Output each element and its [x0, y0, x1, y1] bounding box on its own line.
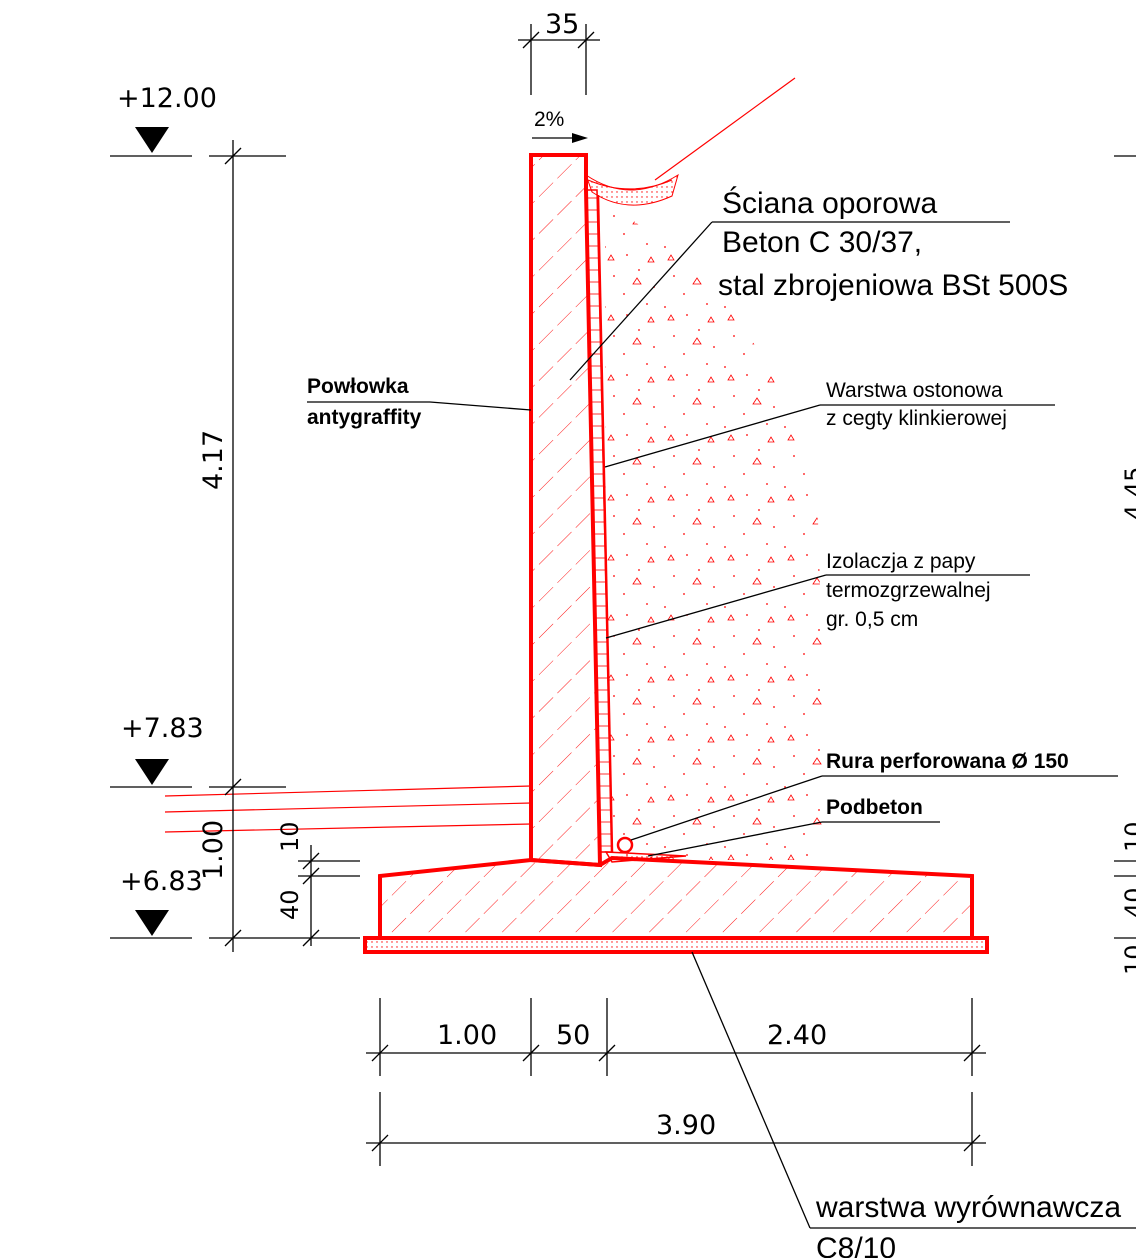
horizontal-dimension-lines [366, 998, 986, 1166]
dimension-stem: 50 [556, 1020, 590, 1051]
foundation-slab [378, 855, 974, 940]
pipe-annotation [630, 775, 1118, 841]
leveling-layer [363, 936, 989, 954]
dimension-heel: 2.40 [767, 1020, 827, 1051]
insulation-annotation [605, 574, 1030, 639]
dimension-haunch: 10 [276, 821, 304, 852]
vertical-dimension-lines [209, 140, 360, 952]
slope-label: 2% [534, 108, 564, 131]
insulation-label-3: gr. 0,5 cm [826, 608, 918, 631]
elevation-marker-middle: +7.83 [110, 713, 204, 788]
insulation-label-1: Izolaczja z papy [826, 550, 976, 573]
right-mark-1: 4.45 [1120, 467, 1136, 520]
lean-concrete-annotation [647, 821, 940, 857]
insulation-layer [596, 194, 614, 853]
elevation-marker-bottom: +6.83 [110, 866, 203, 939]
dimension-top-width: 35 [545, 9, 579, 40]
right-edge-fragment [1114, 155, 1136, 939]
dimension-base-height: 1.00 [198, 820, 229, 880]
dimension-slab: 40 [276, 889, 304, 920]
slope-arrow [532, 133, 588, 143]
cover-label-2: z cegty klinkierowej [826, 407, 1007, 430]
leveling-label-2: C8/10 [816, 1232, 896, 1258]
top-width-dimension [518, 24, 600, 95]
elevation-label-top: +12.00 [117, 83, 217, 114]
leveling-label-1: warstwa wyrównawcza [815, 1191, 1121, 1224]
elevation-label-bottom: +6.83 [120, 866, 203, 897]
elevation-marker-top: +12.00 [110, 83, 217, 157]
title-line-3: stal zbrojeniowa BSt 500S [718, 269, 1068, 302]
cladding-annotation [604, 404, 1055, 468]
dimension-toe: 1.00 [437, 1020, 497, 1051]
lean-concrete-label: Podbeton [826, 796, 923, 819]
perforated-pipe [616, 836, 634, 854]
title-annotation [569, 221, 1010, 381]
title-line-2: Beton C 30/37, [722, 226, 922, 259]
insulation-label-2: termozgrzewalnej [826, 579, 991, 602]
dimension-total-width: 3.90 [656, 1110, 716, 1141]
dimension-wall-height: 4.17 [198, 430, 229, 490]
coating-annotation [307, 401, 532, 411]
top-gutter [585, 173, 679, 206]
coating-label-1: Powłowka [307, 375, 409, 398]
title-line-1: Ściana oporowa [722, 186, 937, 220]
cover-label-1: Warstwa ostonowa [826, 379, 1003, 402]
leveling-annotation [691, 951, 1136, 1229]
right-mark-3: 40 [1120, 887, 1136, 918]
right-mark-4: 10 [1120, 944, 1136, 975]
pipe-label: Rura perforowana Ø 150 [826, 750, 1069, 773]
terrain-line [654, 77, 796, 181]
elevation-label-middle: +7.83 [121, 713, 204, 744]
backfill-soil [605, 200, 826, 860]
right-mark-2: 10 [1120, 821, 1136, 852]
lean-concrete [604, 851, 687, 863]
coating-label-2: antygraffity [307, 406, 422, 429]
